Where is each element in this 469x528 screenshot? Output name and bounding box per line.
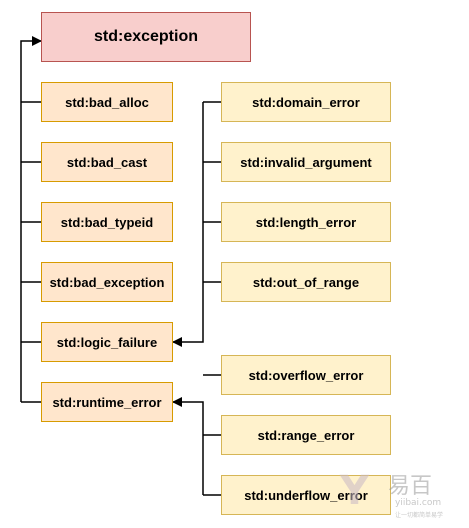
node-std-overflow-error: std:overflow_error — [221, 355, 391, 395]
node-std-bad-typeid: std:bad_typeid — [41, 202, 173, 242]
node-label: std:overflow_error — [248, 367, 364, 383]
node-std-bad-alloc: std:bad_alloc — [41, 82, 173, 122]
node-label: std:invalid_argument — [240, 154, 372, 170]
node-std-bad-cast: std:bad_cast — [41, 142, 173, 182]
watermark-site: yiibai.com — [395, 498, 442, 508]
node-std-underflow-error: std:underflow_error — [221, 475, 391, 515]
node-label: std:logic_failure — [56, 334, 158, 350]
node-std-logic-failure: std:logic_failure — [41, 322, 173, 362]
node-std-exception: std:exception — [41, 12, 251, 62]
node-std-invalid-argument: std:invalid_argument — [221, 142, 391, 182]
node-std-domain-error: std:domain_error — [221, 82, 391, 122]
node-label: std:runtime_error — [52, 394, 162, 410]
node-label: std:domain_error — [252, 94, 360, 110]
node-label-std-exception: std:exception — [93, 28, 198, 45]
node-label: std:bad_alloc — [65, 94, 149, 110]
node-label: std:bad_typeid — [60, 214, 154, 230]
node-std-range-error: std:range_error — [221, 415, 391, 455]
node-label: std:underflow_error — [244, 487, 368, 503]
connector-runtime-arrow — [172, 397, 204, 495]
watermark-slogan: 让一切都简单易学 — [395, 512, 444, 519]
node-label: std:length_error — [255, 214, 357, 230]
node-std-out-of-range: std:out_of_range — [221, 262, 391, 302]
node-std-runtime-error: std:runtime_error — [41, 382, 173, 422]
connector-logic-arrow — [172, 102, 204, 347]
watermark-brand: 易百 — [388, 474, 433, 499]
node-label: std:out_of_range — [252, 274, 360, 290]
watermark-logo-glyph: Y — [340, 468, 369, 514]
node-label: std:range_error — [257, 427, 355, 443]
node-std-length-error: std:length_error — [221, 202, 391, 242]
site-watermark: Y 易百 yiibai.com 让一切都简单易学 — [340, 462, 452, 522]
node-label: std:bad_cast — [66, 154, 148, 170]
node-label: std:bad_exception — [49, 274, 165, 290]
node-std-bad-exception: std:bad_exception — [41, 262, 173, 302]
